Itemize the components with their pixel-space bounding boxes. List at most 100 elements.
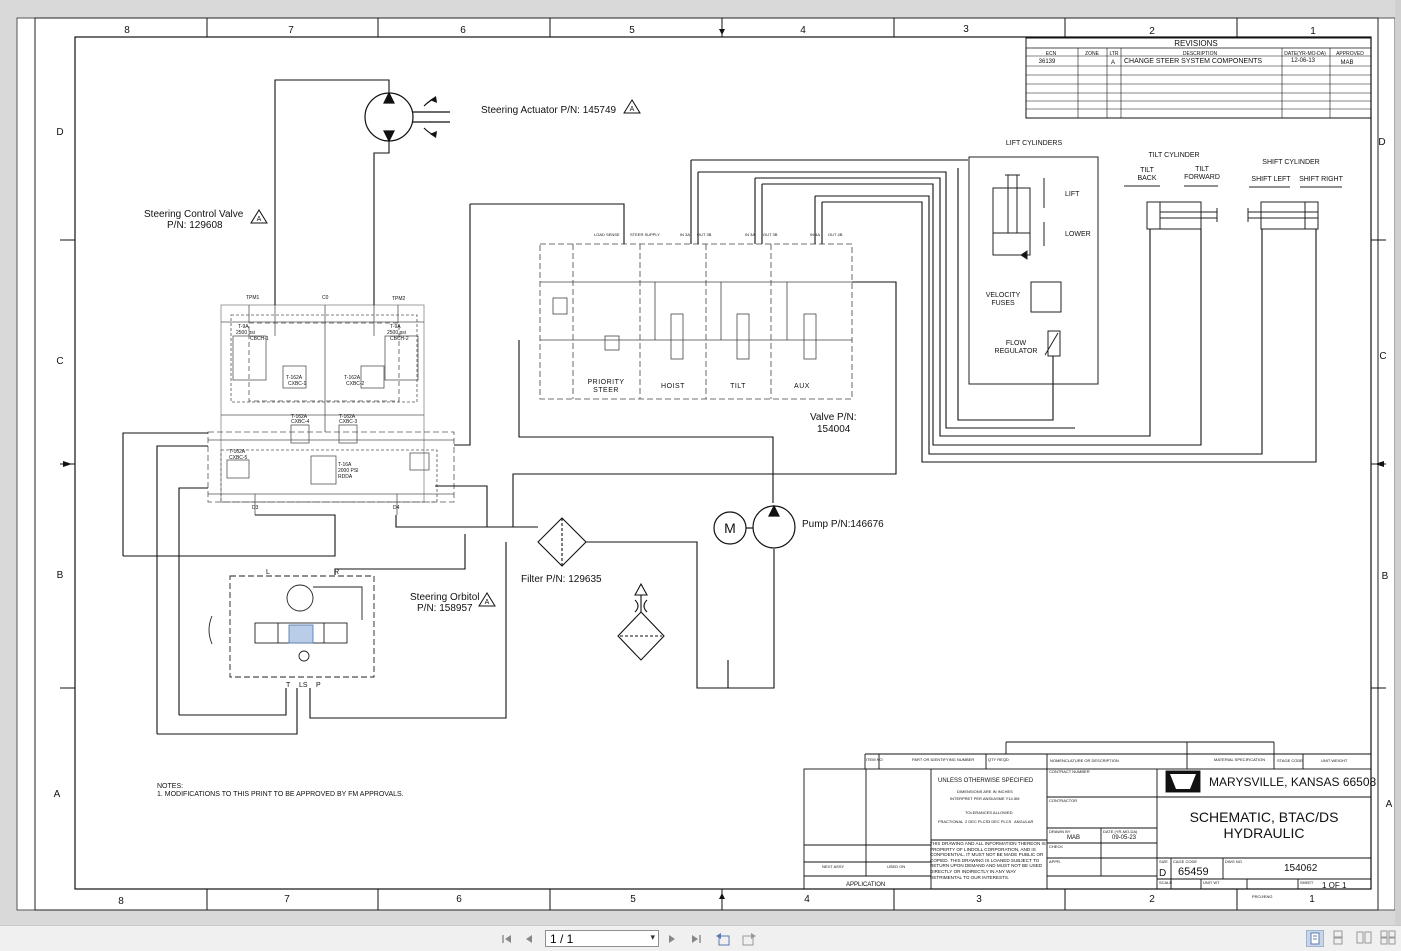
cv-psi-r: 2500 psi bbox=[387, 330, 406, 336]
notes-title: NOTES: bbox=[157, 783, 183, 790]
tb-date-value: 09-05-23 bbox=[1112, 835, 1137, 841]
valve-label: Valve P/N: bbox=[810, 412, 857, 423]
cv-cxbc3: CXBC-3 bbox=[339, 419, 358, 425]
row-right-b: B bbox=[1382, 571, 1389, 582]
tb-dwg-no: 154062 bbox=[1284, 863, 1318, 874]
tb-qty: QTY REQD bbox=[988, 757, 1009, 762]
cv-cxbc2: CXBC-2 bbox=[346, 381, 365, 387]
cv-psi-c: 2000 PSI bbox=[338, 468, 359, 474]
continuous-page-icon bbox=[1333, 930, 1343, 945]
cv-t9a-l: T-9A bbox=[238, 324, 249, 330]
svg-text:A: A bbox=[257, 216, 262, 223]
zone-ticks bbox=[60, 18, 1386, 910]
shift-left-label: SHIFT LEFT bbox=[1251, 176, 1291, 183]
breather-filter bbox=[617, 582, 665, 661]
cv-cbch2: CBCH-2 bbox=[390, 336, 409, 342]
first-page-button[interactable] bbox=[498, 930, 516, 947]
tb-used-on: USED ON bbox=[887, 864, 905, 869]
port-in-a: IN 3A bbox=[680, 232, 690, 237]
rev-approved: MAB bbox=[1340, 60, 1353, 66]
zone-top-5: 5 bbox=[629, 25, 635, 36]
chevron-down-icon[interactable]: ▾ bbox=[650, 932, 655, 942]
tb-cage-label: CAGE CODE bbox=[1173, 859, 1197, 864]
tb-stage-code: STAGE CODE bbox=[1277, 758, 1303, 763]
two-page-view-button[interactable] bbox=[1356, 930, 1374, 947]
tb-fractional: FRACTIONAL bbox=[938, 819, 964, 824]
zone-top-3: 3 bbox=[963, 24, 969, 35]
tb-appr: APPR. bbox=[1049, 859, 1061, 864]
tb-three-dec: 3 DEC PLCS bbox=[988, 819, 1012, 824]
zone-top-7: 7 bbox=[288, 25, 294, 36]
row-right-d: D bbox=[1378, 137, 1385, 148]
single-page-icon bbox=[1310, 932, 1320, 945]
rev-date: 12-06-13 bbox=[1291, 58, 1316, 64]
continuous-view-button[interactable] bbox=[1330, 930, 1348, 947]
tilt-cylinder-title: TILT CYLINDER bbox=[1148, 152, 1199, 159]
previous-page-button[interactable] bbox=[520, 930, 538, 947]
tb-two-dec: 2 DEC PLCS bbox=[965, 819, 989, 824]
cv-d3: D3 bbox=[252, 505, 259, 511]
rev-head-description: DESCRIPTION bbox=[1183, 51, 1218, 57]
revision-triangle-control-valve: A bbox=[250, 209, 268, 224]
cv-t162a-3: T-162A bbox=[291, 414, 308, 420]
cv-c0: C0 bbox=[322, 295, 329, 301]
tb-contractor: CONTRACTOR bbox=[1049, 798, 1077, 803]
row-left-c: C bbox=[56, 356, 63, 367]
rev-head-zone: ZONE bbox=[1085, 51, 1100, 57]
cv-psi-l: 2500 psi bbox=[236, 330, 255, 336]
page-number-input[interactable] bbox=[550, 931, 630, 946]
previous-view-icon bbox=[716, 932, 730, 945]
tb-company: MARYSVILLE, KANSAS 66508 bbox=[1209, 775, 1377, 789]
lift-cylinder bbox=[968, 156, 1099, 385]
tb-cage: 65459 bbox=[1178, 866, 1209, 878]
pump-label: Pump P/N:146676 bbox=[802, 519, 884, 530]
pump-motor bbox=[713, 504, 796, 549]
orbitol-port-r: R bbox=[334, 569, 339, 576]
drawing-sheet: 8 7 6 5 4 3 2 1 8 7 6 5 4 3 2 1 D C B A … bbox=[16, 17, 1396, 911]
zone-bottom-1: 1 bbox=[1309, 894, 1315, 905]
tb-size-label: SIZE bbox=[1159, 859, 1168, 864]
motor-symbol: M bbox=[724, 520, 736, 536]
cv-cxbc5: CXBC-5 bbox=[229, 455, 248, 461]
rev-head-ltr: LTR bbox=[1109, 51, 1118, 57]
row-left-d: D bbox=[56, 127, 63, 138]
single-page-view-button[interactable] bbox=[1306, 930, 1324, 947]
orbitol-port-l: L bbox=[266, 569, 270, 576]
tb-confidential: THIS DRAWING AND ALL INFORMATION THEREON… bbox=[930, 841, 1046, 880]
shift-cylinder-title: SHIFT CYLINDER bbox=[1262, 159, 1319, 166]
orbitol-label: Steering Orbitol bbox=[410, 592, 479, 603]
rev-head-date: DATE(YR-MO-DA) bbox=[1284, 51, 1326, 57]
rev-ecn: 36139 bbox=[1039, 59, 1056, 65]
last-page-icon bbox=[692, 934, 701, 943]
control-valve-pn: P/N: 129608 bbox=[167, 220, 223, 231]
lift-cylinders-title: LIFT CYLINDERS bbox=[1006, 140, 1063, 147]
two-page-continuous-view-button[interactable] bbox=[1380, 930, 1398, 947]
notes-line-1: 1. MODIFICATIONS TO THIS PRINT TO BE APP… bbox=[157, 791, 404, 798]
cv-rdda: RDDA bbox=[338, 474, 353, 480]
row-left-a: A bbox=[54, 789, 61, 800]
tilt-cylinder bbox=[1124, 185, 1218, 230]
tb-nomenclature: NOMENCLATURE OR DESCRIPTION bbox=[1050, 758, 1119, 763]
go-back-view-button[interactable] bbox=[714, 930, 732, 947]
last-page-button[interactable] bbox=[687, 930, 705, 947]
svg-text:A: A bbox=[630, 106, 635, 113]
valve-section-hoist: HOIST bbox=[661, 383, 685, 390]
zone-bottom-7: 7 bbox=[284, 894, 290, 905]
vertical-scrollbar[interactable] bbox=[1395, 0, 1401, 925]
zone-bottom-2: 2 bbox=[1149, 894, 1155, 905]
control-valve-manifold bbox=[207, 304, 455, 515]
row-right-c: C bbox=[1379, 351, 1386, 362]
first-page-icon bbox=[502, 934, 511, 943]
port-in-a2: IN 3A bbox=[745, 232, 755, 237]
go-forward-view-button[interactable] bbox=[740, 930, 758, 947]
tb-dwg-label: DWG NO bbox=[1225, 859, 1242, 864]
port-out-b3: OUT 4B bbox=[828, 232, 843, 237]
page-selector[interactable]: ▾ bbox=[545, 930, 659, 947]
tb-size: D bbox=[1159, 868, 1166, 879]
rev-head-approved: APPROVED bbox=[1336, 51, 1364, 57]
tb-sheet-label: SHEET bbox=[1300, 880, 1314, 885]
tb-check: CHECK bbox=[1049, 844, 1063, 849]
port-out-b: OUT 3B bbox=[697, 232, 712, 237]
zone-top-1: 1 bbox=[1310, 26, 1316, 37]
next-page-button[interactable] bbox=[663, 930, 681, 947]
